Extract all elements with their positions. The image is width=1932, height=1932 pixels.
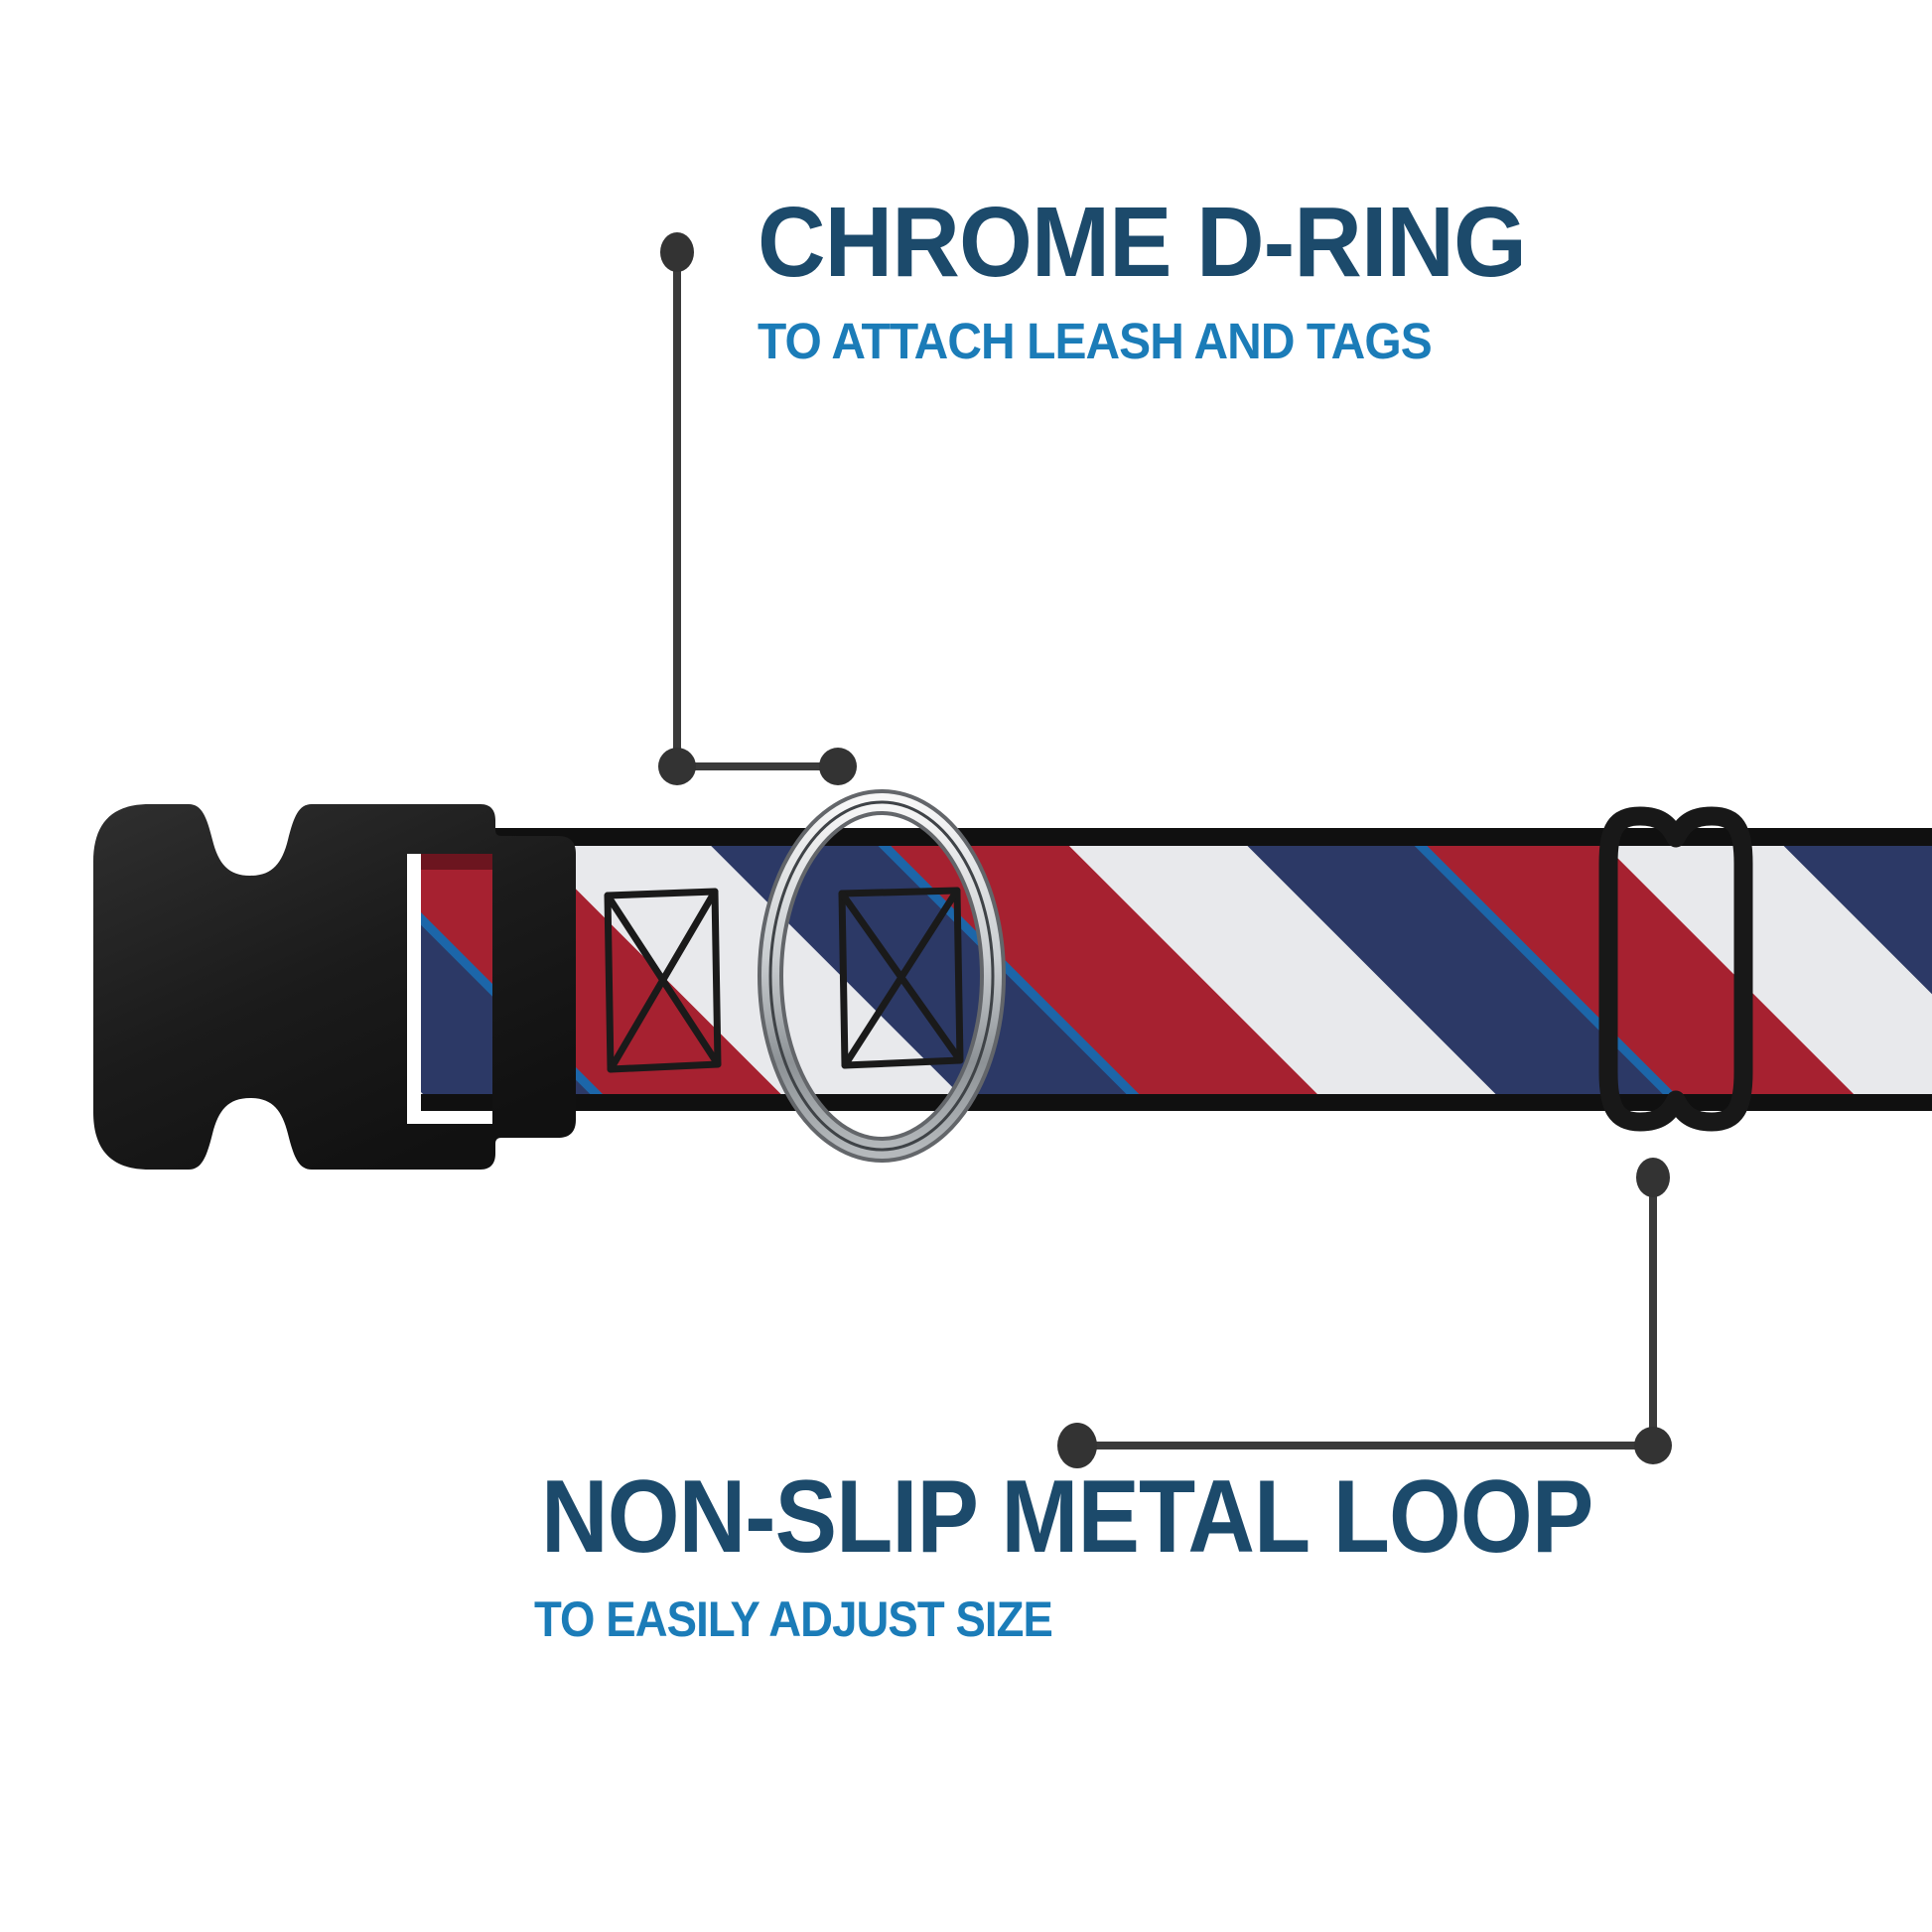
stitch-box-2 <box>838 887 964 1069</box>
buckle-slot-shadow <box>421 854 492 870</box>
collar-webbing <box>407 828 1932 1111</box>
webbing-shading <box>411 846 1932 1094</box>
buckle-slot-gap <box>407 854 421 1124</box>
stitch-box-1 <box>604 888 722 1073</box>
top-callout-leader <box>658 232 857 785</box>
bottom-callout-dot-text <box>1057 1423 1097 1468</box>
top-callout-dot-elbow <box>658 748 696 785</box>
top-callout-subtitle: TO ATTACH LEASH AND TAGS <box>758 313 1433 369</box>
chrome-d-ring <box>758 789 1006 1163</box>
bottom-callout-title: NON-SLIP METAL LOOP <box>541 1459 1593 1575</box>
bottom-callout-subtitle: TO EASILY ADJUST SIZE <box>534 1591 1053 1647</box>
top-callout-dot-ring <box>819 748 857 785</box>
buckle <box>93 804 576 1170</box>
top-callout-dot-text <box>660 232 694 272</box>
stitch-boxes <box>604 887 964 1073</box>
metal-loop <box>1598 806 1753 1132</box>
bottom-callout-dot-loop <box>1636 1158 1670 1197</box>
top-callout-title: CHROME D-RING <box>758 187 1527 298</box>
webbing-stripe-fabric <box>411 846 1932 1094</box>
bottom-callout-dot-elbow <box>1634 1427 1672 1464</box>
buckle-body <box>93 804 576 1170</box>
bottom-callout-leader <box>1057 1158 1672 1468</box>
d-ring-seam <box>768 800 995 1152</box>
